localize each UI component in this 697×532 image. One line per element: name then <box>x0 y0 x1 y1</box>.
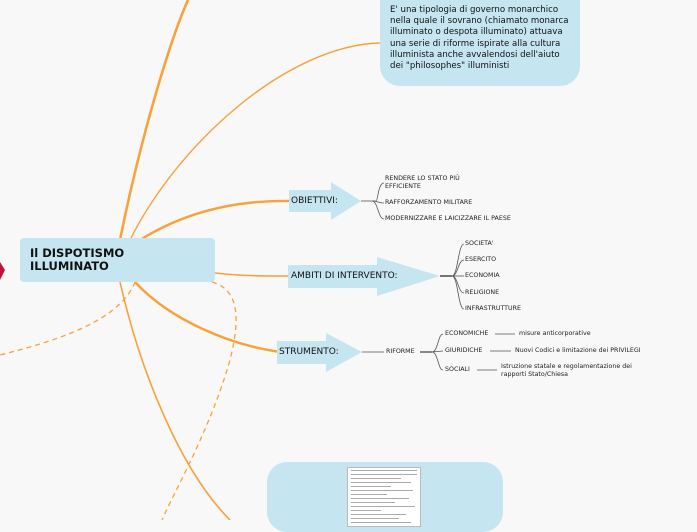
offscreen-node-marker[interactable] <box>0 262 5 280</box>
strumento-connectors <box>362 333 515 371</box>
mindmap-canvas <box>0 0 515 520</box>
obiettivi-arrow-shape[interactable] <box>289 182 361 220</box>
obiettivi-item[interactable]: MODERNIZZARE E LAICIZZARE IL PAESE <box>385 215 511 222</box>
table-thumbnail-image[interactable] <box>347 467 421 527</box>
branch-ambiti <box>214 272 291 277</box>
branch-obiettivi <box>139 199 291 242</box>
riforma-name[interactable]: ECONOMICHE <box>445 330 489 337</box>
branch-top <box>118 0 190 241</box>
definition-text: E' una tipologia di governo monarchico n… <box>390 5 569 72</box>
branch-bottom <box>119 281 231 520</box>
strumento-arrow-shape[interactable] <box>277 333 362 372</box>
riforma-detail[interactable]: misure anticorporative <box>519 330 591 337</box>
ambiti-item[interactable]: INFRASTRUTTURE <box>465 305 521 312</box>
riforma-name[interactable]: GIURIDICHE <box>445 347 483 354</box>
ambiti-label: AMBITI DI INTERVENTO: <box>291 271 398 281</box>
branch-definition <box>129 42 381 241</box>
definition-node[interactable]: E' una tipologia di governo monarchico n… <box>380 0 580 86</box>
ambiti-item[interactable]: SOCIETA' <box>465 240 494 247</box>
central-topic[interactable]: Il DISPOTISMO ILLUMINATO <box>20 238 215 282</box>
riforma-detail[interactable]: Istruzione statale e regolamentazione de… <box>501 363 632 378</box>
riforma-detail[interactable]: Nuovi Codici e limitazione dei PRIVILEGI <box>515 347 641 354</box>
ambiti-item[interactable]: ECONOMIA <box>465 272 500 279</box>
riforma-name[interactable]: SOCIALI <box>445 366 470 373</box>
ambiti-connectors <box>440 243 465 310</box>
branch-strumento <box>134 281 281 354</box>
obiettivi-connectors <box>361 182 385 220</box>
strumento-child[interactable]: RIFORME <box>386 348 415 355</box>
strumento-label: STRUMENTO: <box>279 347 339 357</box>
dashed-link-left <box>0 281 136 356</box>
ambiti-item[interactable]: ESERCITO <box>465 256 497 263</box>
dashed-link-right <box>161 281 237 520</box>
central-topic-title: Il DISPOTISMO ILLUMINATO <box>30 246 125 273</box>
obiettivi-item[interactable]: RENDERE LO STATO PIÙ EFFICIENTE <box>385 175 460 190</box>
ambiti-arrow-shape[interactable] <box>288 257 440 296</box>
obiettivi-label: OBIETTIVI: <box>291 196 338 206</box>
ambiti-item[interactable]: RELIGIONE <box>465 289 500 296</box>
obiettivi-item[interactable]: RAFFORZAMENTO MILITARE <box>385 199 473 206</box>
